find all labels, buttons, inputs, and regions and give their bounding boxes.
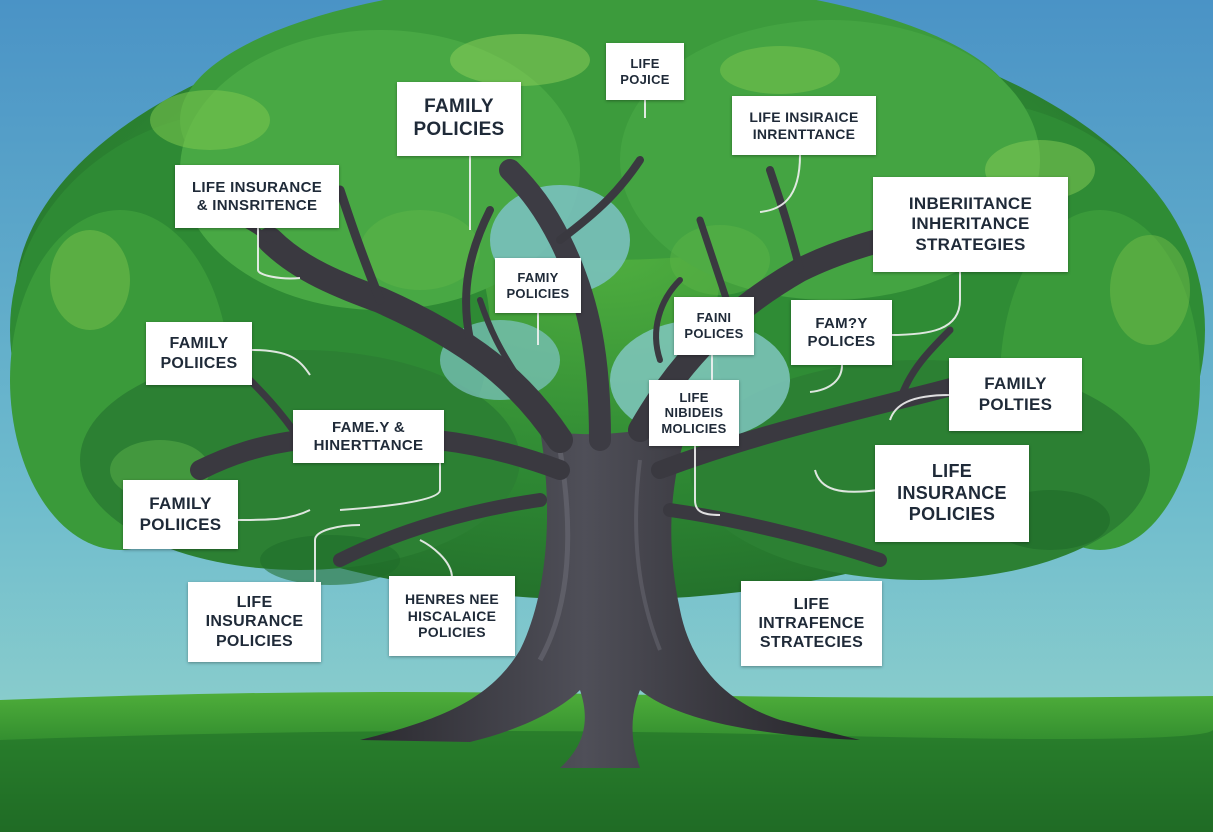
sign-family-policies-top: FAMILY POLICIES xyxy=(397,82,521,156)
sign-life-nibideis-molicies: LIFE NIBIDEIS MOLICIES xyxy=(649,380,739,446)
sign-line: POLIICES xyxy=(160,354,238,372)
sign-life-pojice: LIFE POJICE xyxy=(606,43,684,100)
sign-line: INHERITANCE xyxy=(911,214,1030,234)
sign-inheritance-strategies: INBERIITANCE INHERITANCE STRATEGIES xyxy=(873,177,1068,272)
sign-famiy-policies: FAMIY POLICIES xyxy=(495,258,581,313)
sign-life-insurance-policies-right: LIFE INSURANCE POLICIES xyxy=(875,445,1029,542)
sign-line: INBERIITANCE xyxy=(908,193,1033,213)
sign-line: FAMILY xyxy=(424,96,494,118)
sign-line: LIFE INSIRAICE xyxy=(749,108,859,125)
sign-family-poliices-left: FAMILY POLIICES xyxy=(146,322,252,385)
sign-line: POLICIES xyxy=(418,624,486,641)
sign-life-insiraice-inrenttance: LIFE INSIRAICE INRENTTANCE xyxy=(732,96,876,155)
sign-family-hinerttance: FAME.Y & HINERTTANCE xyxy=(293,410,444,463)
sign-famy-polices: FAM?Y POLICES xyxy=(791,300,892,365)
sign-family-polties: FAMILY POLTIES xyxy=(949,358,1082,431)
sign-line: POJICE xyxy=(620,71,670,87)
sign-life-intrafence-strategies: LIFE INTRAFENCE STRATECIES xyxy=(741,581,882,666)
sign-line: FAM?Y xyxy=(815,314,868,332)
sign-line: POLICIES xyxy=(908,504,996,525)
sign-line: INRENTTANCE xyxy=(752,125,856,142)
sign-line: & INNSRITENCE xyxy=(196,196,318,214)
sign-line: POLICIES xyxy=(215,632,294,650)
sign-family-poliices-lower-left: FAMILY POLIICES xyxy=(123,480,238,549)
sign-line: LIFE INSURANCE xyxy=(191,178,323,196)
sign-line: POLICIES xyxy=(413,119,505,140)
sign-line: INSURANCE xyxy=(897,482,1007,503)
sign-faini-polices: FAINI POLICES xyxy=(674,297,754,355)
sign-line: LIFE xyxy=(236,594,273,612)
sign-line: POLIICES xyxy=(139,514,222,534)
sign-line: LIFE xyxy=(931,461,973,482)
sign-line: LIFE xyxy=(630,55,660,71)
sign-line: POLICIES xyxy=(506,285,570,301)
sign-line: LIFE xyxy=(679,389,709,405)
sign-line: HENRES NEE xyxy=(404,590,500,607)
sign-life-insurance-innsritence: LIFE INSURANCE & INNSRITENCE xyxy=(175,165,339,228)
sign-line: HINERTTANCE xyxy=(313,436,424,454)
sign-line: INTRAFENCE xyxy=(758,614,865,632)
sign-line: MOLICIES xyxy=(661,420,727,436)
label-connectors xyxy=(234,100,961,582)
sign-line: HISCALAICE xyxy=(407,607,497,624)
sign-line: STRATECIES xyxy=(759,634,864,652)
sign-line: POLICES xyxy=(807,332,876,350)
sign-line: FAMILY xyxy=(169,335,229,353)
sign-line: STRATEGIES xyxy=(915,234,1026,254)
sign-line: FAINI xyxy=(696,310,732,326)
sign-line: POLICES xyxy=(684,326,744,341)
sign-life-insurance-policies-bottom-left: LIFE INSURANCE POLICIES xyxy=(188,582,321,662)
sign-henres-hiscalaice-policies: HENRES NEE HISCALAICE POLICIES xyxy=(389,576,515,656)
sign-line: FAMIY xyxy=(517,269,559,285)
sign-line: FAME.Y & xyxy=(332,418,405,436)
sign-line: LIFE xyxy=(793,595,830,613)
sign-line: POLTIES xyxy=(978,394,1053,414)
sign-line: INSURANCE xyxy=(205,613,304,631)
sign-line: FAMILY xyxy=(984,374,1047,394)
sign-line: FAMILY xyxy=(149,494,212,514)
sign-line: NIBIDEIS xyxy=(664,405,724,421)
